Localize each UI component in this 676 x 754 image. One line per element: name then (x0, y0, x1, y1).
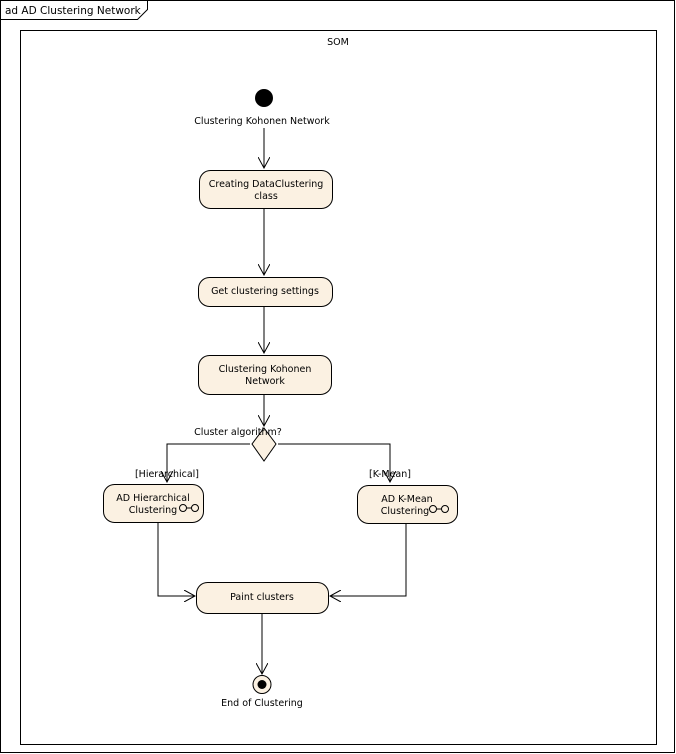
action-ad-hierarchical: AD Hierarchical Clustering (103, 484, 204, 523)
action-paint-clusters: Paint clusters (196, 582, 329, 614)
call-behavior-icon (179, 504, 199, 512)
guard-kmean: [K-Mean] (369, 469, 411, 480)
action-hierarchical-line1: AD Hierarchical (116, 493, 189, 504)
action-kohonen-line1: Clustering Kohonen (219, 364, 312, 375)
decision-node (251, 427, 277, 462)
action-hierarchical-line2: Clustering (129, 505, 177, 516)
action-create-dataclustering: Creating DataClustering class (199, 170, 333, 209)
flow-hierarchical-to-paint (157, 523, 195, 596)
flow-kmean-to-paint (330, 524, 407, 596)
action-kmean-line2: Clustering (381, 506, 429, 517)
initial-node-label: Clustering Kohonen Network (194, 116, 330, 127)
action-ad-kmean: AD K-Mean Clustering (357, 485, 458, 524)
flow-decision-to-hierarchical (167, 443, 250, 482)
action-kohonen-line2: Network (245, 376, 285, 387)
action-paint-line1: Paint clusters (230, 592, 294, 603)
partition-som (20, 30, 657, 745)
final-node-label: End of Clustering (221, 698, 303, 709)
action-create-line1: Creating DataClustering (209, 179, 324, 190)
action-clustering-kohonen: Clustering Kohonen Network (198, 355, 332, 395)
control-flows (157, 128, 407, 674)
action-get-settings: Get clustering settings (198, 277, 333, 307)
guard-hierarchical: [Hierarchical] (135, 469, 199, 480)
action-kmean-line1: AD K-Mean (381, 494, 432, 505)
call-behavior-icon (429, 505, 449, 513)
flow-decision-to-kmean (278, 443, 390, 482)
frame-title: ad AD Clustering Network (5, 5, 142, 17)
partition-label: SOM (327, 37, 349, 48)
initial-node (255, 89, 273, 107)
decision-label: Cluster algorithm? (194, 427, 282, 438)
action-create-line2: class (254, 191, 278, 202)
action-settings-line1: Get clustering settings (211, 286, 319, 297)
frame-title-tab (0, 0, 148, 20)
final-node (252, 675, 272, 694)
